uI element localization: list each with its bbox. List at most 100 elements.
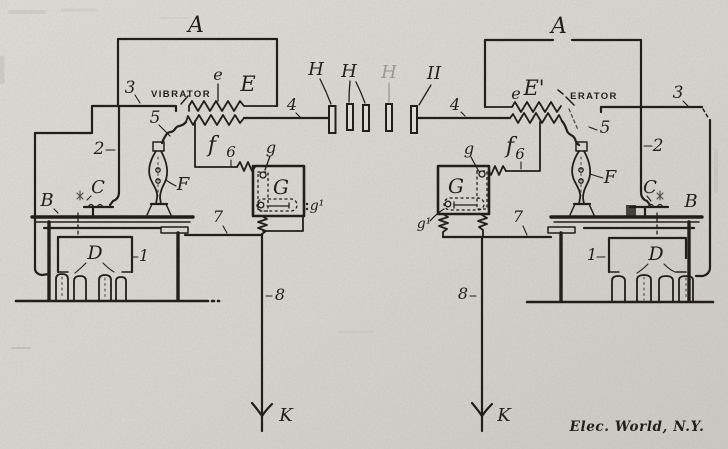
capacitor-plates-center: H H H II (307, 59, 442, 134)
label-E-right: E' (522, 76, 544, 100)
leader-H1 (319, 78, 332, 105)
coherer-terminal-right (444, 200, 452, 208)
label-7-left: 7 (213, 207, 224, 226)
plate-2 (346, 103, 354, 131)
leader-7-right (522, 225, 528, 236)
leader-3-right (682, 100, 689, 107)
label-F-left: F (176, 174, 191, 195)
battery-cells-left (55, 273, 127, 301)
leader-4-left (295, 112, 301, 118)
label-G-right: G (448, 174, 464, 198)
telegraph-key-C-right (626, 190, 670, 217)
label-e-right: e (511, 84, 520, 103)
publisher-signature: Elec. World, N.Y. (569, 419, 705, 435)
label-8-left: 8 (275, 285, 285, 304)
label-B-right: B (683, 191, 697, 212)
battery-box-A-right (483, 38, 643, 109)
label-2-right: 2 (652, 136, 664, 156)
spring-below-G-right (438, 213, 449, 238)
plate-3 (362, 104, 370, 132)
leader-B-left (53, 208, 59, 214)
wire-2-left (108, 104, 121, 207)
label-H2: H (340, 61, 357, 82)
label-C-right: C (643, 177, 657, 198)
relay-box-G-right (436, 164, 491, 216)
wire-2-right (639, 105, 652, 207)
leader-H2b (355, 81, 366, 104)
label-H4: II (426, 63, 442, 84)
label-8-right: 8 (458, 284, 468, 303)
spark-lamp-F-right (569, 141, 595, 216)
leader-H4 (418, 84, 432, 106)
label-3-left: 3 (125, 78, 136, 98)
loop-right-of-G-left (262, 215, 304, 232)
label-6-right: 6 (515, 145, 525, 163)
spark-lamp-F-left (146, 141, 172, 216)
outer-wire-B-right-diag (702, 108, 710, 120)
coil-E-primary-left (188, 100, 278, 112)
leader-5-right (588, 126, 598, 131)
contact-g-right (478, 170, 486, 178)
label-C-left: C (91, 177, 105, 198)
label-g1-right: g¹ (417, 216, 432, 232)
plate-4 (385, 103, 393, 132)
coil-E-secondary-right (509, 112, 563, 124)
label-5-right: 5 (600, 118, 611, 138)
label-D-right: D (647, 243, 663, 265)
battery-box-D-right (607, 236, 688, 274)
g1-leader-right (429, 208, 445, 222)
label-e-left: e (213, 65, 222, 84)
label-G-left: G (273, 175, 289, 199)
label-g-left: g (266, 138, 276, 157)
label-H1: H (307, 59, 324, 80)
relay-box-G-left (251, 164, 306, 218)
label-1-right: 1 (587, 245, 597, 264)
receiver-circuit: A 3 ERATOR e E' 5 f 6 g G g¹ 2 C B F 7 D… (415, 14, 715, 433)
leader-C-right (646, 195, 652, 202)
label-3-right: 3 (673, 83, 684, 103)
spring-right-of-G-right (477, 214, 488, 238)
coherer-terminal-left (257, 201, 265, 209)
wire-f-6-right (505, 121, 541, 172)
leader-F-left (165, 179, 177, 187)
leader-3-left (134, 94, 141, 104)
wire-f-6-left (194, 120, 238, 168)
outer-wire-B-left (33, 104, 120, 277)
label-A-right: A (549, 14, 567, 39)
leader-5-left (158, 124, 171, 137)
label-A-left: A (186, 13, 204, 38)
g1-dot2-left (305, 207, 309, 211)
label-4-left: 4 (286, 95, 297, 114)
earth-arrow-K-right (470, 401, 494, 418)
plate-5 (410, 105, 418, 134)
label-K-right: K (496, 405, 512, 426)
g1-dot-left (305, 202, 309, 206)
table-left (30, 215, 195, 302)
coil-E-secondary-left (185, 114, 245, 126)
coil-6-right (488, 165, 507, 176)
coherer-left (256, 198, 298, 212)
box-A-bottom-edge-right (599, 105, 643, 114)
leader-7-left (222, 225, 228, 234)
outer-wire-B-right-down (694, 118, 712, 278)
leader-4-right (460, 111, 466, 117)
battery-box-A-left (116, 37, 279, 108)
coherer-bar-right (453, 201, 477, 209)
label-D-left: D (86, 242, 102, 264)
contact-g-left (259, 171, 267, 179)
label-F-right: F (603, 167, 618, 188)
label-1-left: 1 (139, 246, 149, 265)
battery-box-D-left (56, 235, 134, 274)
box-A-bottom-edge-left (116, 104, 178, 113)
label-4-right: 4 (449, 95, 460, 114)
vibrator-text-right: ERATOR (570, 91, 618, 102)
label-2-left: 2 (93, 139, 105, 159)
vibrator-armature-left (180, 95, 189, 105)
paper-smudges (0, 8, 718, 349)
transmitter-circuit: A 3 VIBRATOR e E 5 f 6 g G g¹ 2 C B F 7 … (14, 13, 332, 433)
leader-C-left (86, 195, 92, 201)
label-K-left: K (278, 405, 294, 426)
